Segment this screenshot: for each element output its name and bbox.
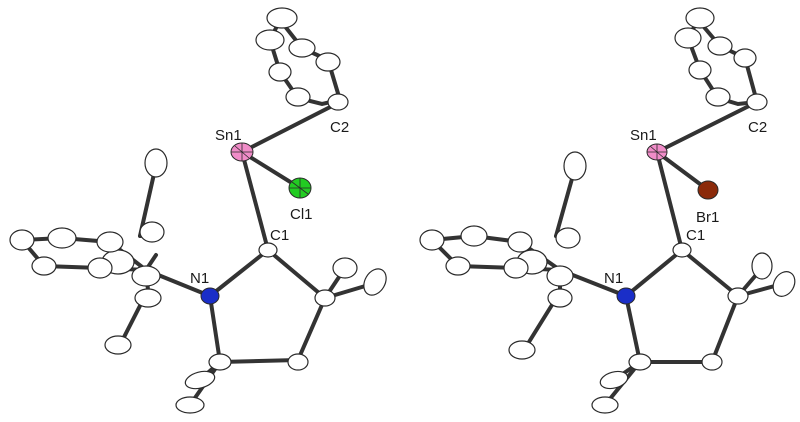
n-atom-left [200, 287, 220, 305]
molecule-right: Sn1 C2 Br1 C1 N1 [419, 7, 796, 414]
c1-label-left: C1 [270, 227, 289, 244]
c2-label-left: C2 [330, 119, 349, 136]
molecule-left: Sn1 C2 Cl1 C1 N1 [9, 7, 387, 414]
c2-label-right: C2 [748, 119, 767, 136]
carbon-ellipsoids-left [9, 7, 387, 414]
n1-label-left: N1 [190, 270, 209, 287]
br-atom-right [697, 180, 719, 200]
sn1-label-left: Sn1 [215, 127, 242, 144]
carbon-ellipsoids-right [419, 7, 796, 414]
c1-label-right: C1 [686, 227, 705, 244]
n-atom-right [616, 287, 636, 305]
n1-label-right: N1 [604, 270, 623, 287]
sn1-label-right: Sn1 [630, 127, 657, 144]
br1-label-right: Br1 [696, 209, 719, 226]
bonds-right [427, 16, 784, 407]
bonds-left [17, 16, 374, 407]
cl1-label-left: Cl1 [290, 206, 313, 223]
